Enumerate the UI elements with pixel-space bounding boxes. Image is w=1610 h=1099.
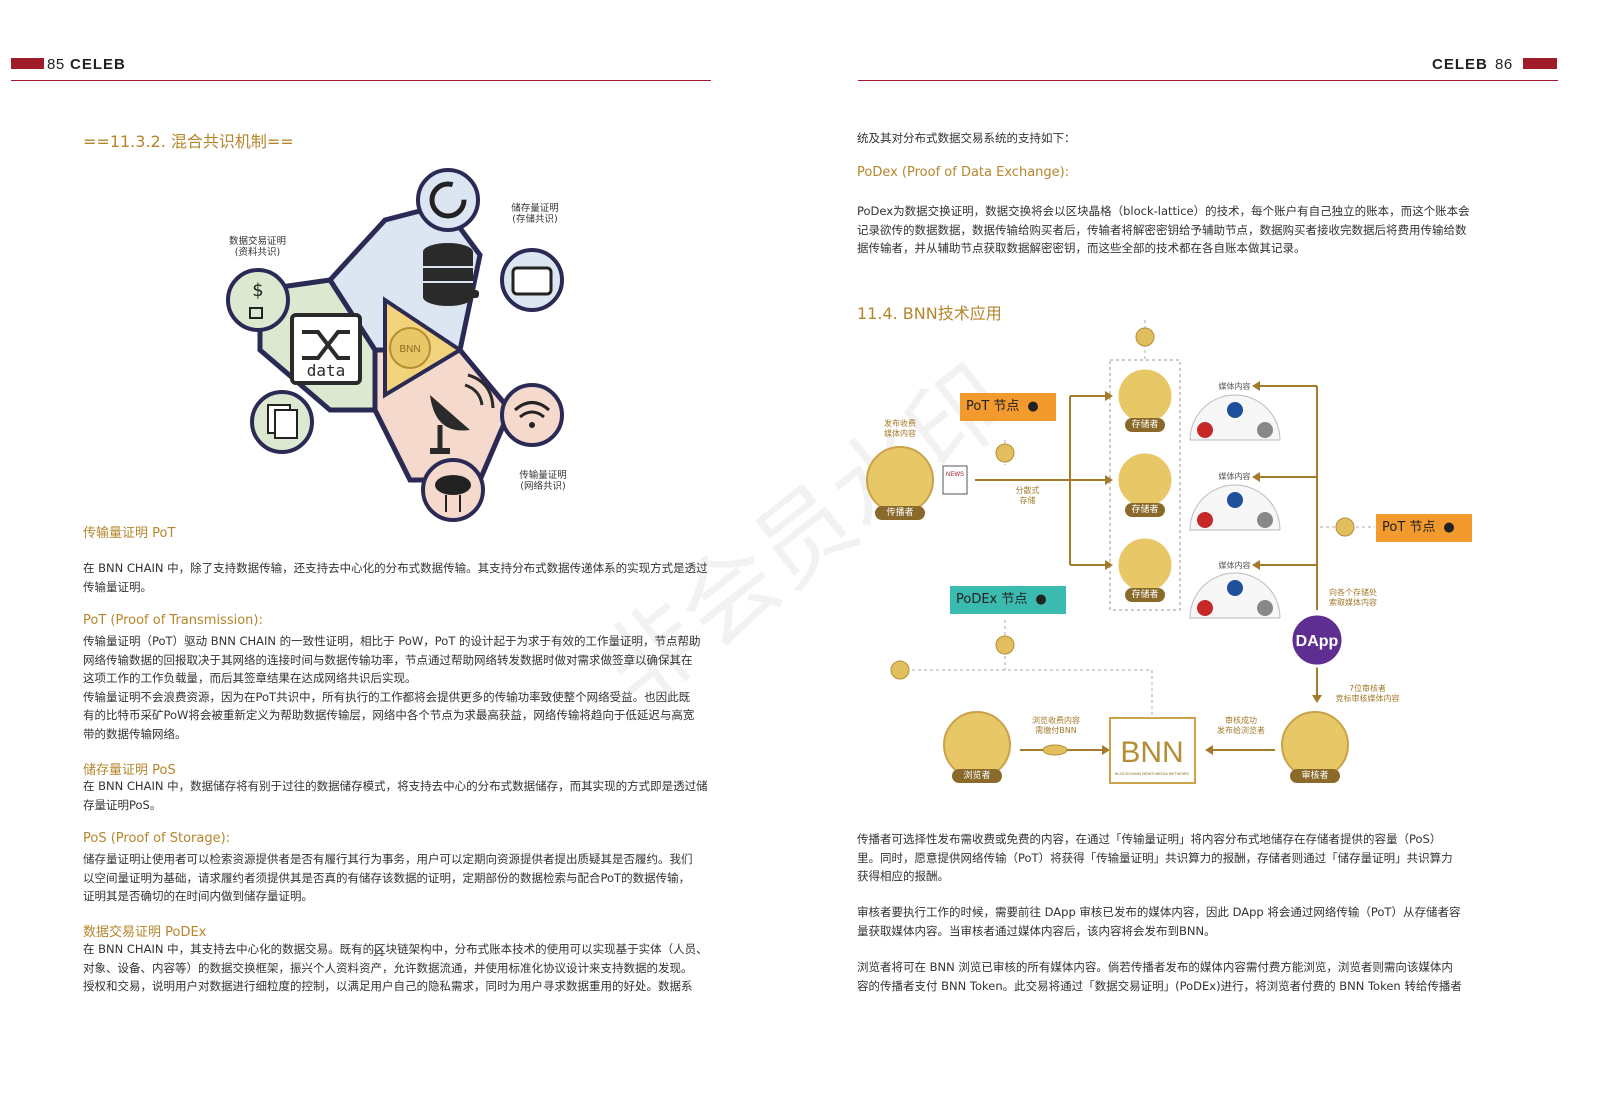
request-label: 向各个存储处索取媒体内容 [1329,588,1377,607]
svg-text:BLOCKCHAIN NEWS MEDIA NETWORK: BLOCKCHAIN NEWS MEDIA NETWORK [1115,771,1190,776]
auditor-label: 审核者 [1290,769,1340,783]
svg-text:BNN: BNN [1120,736,1183,769]
paragraph: 在 BNN CHAIN 中，数据储存将有别于过往的数据储存模式，将支持去中心的分… [83,779,708,812]
exchange-money-icon [226,268,290,332]
header-rule-left [11,80,711,81]
header-bar-right [1523,58,1557,69]
footnote: 21 [373,949,385,959]
media-label: 媒体内容 [1218,561,1251,570]
paragraph: 传播者可选择性发布需收费或免费的内容，在通过「传输量证明」将内容分布式地储存在存… [857,832,1453,883]
coin-icon [995,635,1015,655]
bnn-flow-diagram: NEWS DApp BNN BLOCKCHAIN NEWS MEDIA NETW… [866,320,1375,784]
svg-text:$: $ [252,280,263,301]
header-bar-left [11,58,44,69]
section-title: PoT (Proof of Transmission): [83,613,263,628]
brand-right: CELEB [1432,56,1488,73]
data-word: data [307,361,346,380]
publish-label: 发布收费媒体内容 [884,419,916,438]
browse-fee-label: 浏览收费内容需缴付BNN [1032,716,1080,735]
brand-left: CELEB [70,56,126,73]
paragraph: 在 BNN CHAIN 中，其支持去中心化的数据交易。既有的区块链架构中，分布式… [83,942,708,993]
consensus-diagram: BNN data $ [226,168,564,522]
storer-label: 存储者 [1125,418,1165,432]
page-number-left: 85 [47,56,65,73]
user-icon: ● [1035,592,1047,607]
paragraph: 浏览者将可在 BNN 浏览已审核的所有媒体内容。倘若传播者发布的媒体内容需付费方… [857,960,1462,993]
seven-auditors-label: 7位审核者竞标审核媒体内容 [1335,684,1400,703]
section-title: PoS (Proof of Storage): [83,831,231,846]
paragraph: 传输量证明（PoT）驱动 BNN CHAIN 的一致性证明，相比于 PoW，Po… [83,634,701,741]
broadcaster-node [866,446,934,514]
coin-icon [890,660,910,680]
transmission-label: 传输量证明(网络共识) [519,470,567,492]
section-heading-left: ==11.3.2. 混合共识机制== [83,132,294,151]
page-number-right: 86 [1495,56,1513,73]
section-title: 数据交易证明 PoDEx [83,925,207,940]
podex-title: PoDex (Proof of Data Exchange): [857,165,1070,180]
viewer-label: 浏览者 [952,769,1002,783]
exchange-label: 数据交易证明(资料共识) [228,236,286,258]
svg-text:NEWS: NEWS [946,472,964,478]
data-shuffle-icon: data [290,313,362,385]
pot-node-box-2: PoT 节点● [1376,514,1472,542]
storage-group-box [1109,359,1181,611]
storer-node [1115,366,1175,426]
bnn-logo [1109,717,1196,784]
paragraph: 审核者要执行工作的时候，需要前往 DApp 审核已发布的媒体内容，因此 DApp… [857,905,1461,938]
coin-icon [1335,517,1355,537]
intro-text: 统及其对分布式数据交易系统的支持如下： [857,131,1076,145]
wifi-icon [500,383,564,447]
coin-icon [1135,327,1155,347]
media-label: 媒体内容 [1218,382,1251,391]
storer-node [1115,535,1175,595]
satellite-dish-icon [430,373,495,454]
media-label: 媒体内容 [1218,472,1251,481]
bnn-coin-icon [389,327,431,369]
coin-icon [995,443,1015,463]
section-heading-right: 11.4. BNN技术应用 [857,304,1002,323]
coin-icon [1042,744,1068,756]
user-icon: ● [1027,399,1039,414]
broadcaster-label: 传播者 [875,506,925,520]
pot-node-box: PoT 节点● [960,393,1056,421]
storer-node [1115,450,1175,510]
svg-text:DApp: DApp [1296,633,1339,650]
dapp-node [1289,612,1345,668]
news-icon [942,465,968,495]
podex-node-box: PoDEx 节点● [950,586,1066,614]
storage-label: 储存量证明(存储共识) [511,203,559,225]
paragraph: 在 BNN CHAIN 中，除了支持数据传输，还支持去中心化的分布式数据传输。其… [83,561,708,594]
database-icon [423,243,479,306]
media-content-icons [1189,394,1281,619]
section-title: 储存量证明 PoS [83,763,176,778]
section-title: 传输量证明 PoT [83,526,176,541]
paragraph: 储存量证明让使用者可以检索资源提供者是否有履行其行为事务，用户可以定期向资源提供… [83,852,693,903]
user-icon: ● [1443,520,1455,535]
cycle-icon [416,168,480,232]
storer-label: 存储者 [1125,503,1165,517]
center-coin-text: BNN [399,344,420,355]
distributed-label: 分散式存储 [1015,486,1040,505]
podex-paragraph: PoDex为数据交换证明，数据交换将会以区块晶格（block-lattice）的… [857,204,1470,255]
audit-ok-label: 审核成功发布给浏览者 [1217,716,1265,735]
storer-label: 存储者 [1125,588,1165,602]
header-rule-right [858,80,1558,81]
